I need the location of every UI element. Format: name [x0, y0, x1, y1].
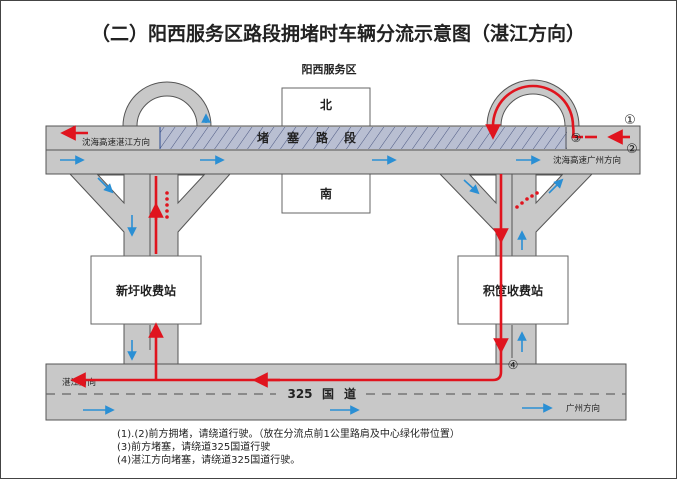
congested-char-3: 路: [316, 130, 329, 145]
north-label: 北: [320, 97, 332, 112]
south-label: 南: [320, 186, 332, 201]
traffic-flow-arrows: [60, 113, 564, 415]
service-area-label: 阳西服务区: [302, 62, 357, 76]
congested-section: [160, 127, 567, 149]
detour-routes: [60, 84, 630, 388]
congested-char-4: 段: [344, 130, 357, 145]
national-road-label-bg: [276, 386, 360, 402]
national-zhanjiang-label: 湛江方向: [62, 377, 96, 388]
note-1: (1).(2)前方拥堵，请绕道行驶。（放在分流点前1公里路肩及中心绿化带位置）: [117, 429, 460, 440]
congested-char-2: 塞: [287, 130, 300, 145]
national-guangzhou-label: 广州方向: [566, 403, 600, 414]
flow-arrow: [463, 179, 480, 195]
detour-loop-path: [485, 84, 583, 140]
national-road-char-1: 国: [322, 387, 334, 401]
right-toll-station-box: [457, 255, 569, 325]
highway-guangzhou-label: 沈海高速广州方向: [553, 155, 621, 166]
left-toll-station-label: 新圩收费站: [116, 283, 176, 298]
flow-arrow: [548, 178, 564, 194]
marker-1: ①: [624, 113, 636, 128]
detour-down-ramp: [150, 174, 503, 382]
left-gore-b: [177, 174, 206, 205]
marker-3: ③: [571, 131, 582, 145]
congested-char-1: 堵: [257, 130, 269, 145]
note-3: (4)湛江方向堵塞，请绕道325国道行驶。: [117, 455, 301, 466]
page-title: （二）阳西服务区路段拥堵时车辆分流示意图（湛江方向）: [91, 22, 585, 45]
notes: (1).(2)前方拥堵，请绕道行驶。（放在分流点前1公里路肩及中心绿化带位置） …: [117, 428, 460, 467]
national-road-number: 325: [287, 387, 312, 401]
right-gore-a: [468, 174, 497, 205]
red-dotted-markers: [165, 191, 539, 219]
marker-2: ②: [626, 142, 638, 157]
left-toll-station-box: [90, 255, 202, 325]
note-2: (3)前方堵塞，请绕道325国道行驶: [117, 442, 271, 453]
national-road-char-2: 道: [344, 386, 356, 401]
left-loop-ramp: [122, 81, 212, 127]
flow-arrow: [97, 177, 114, 194]
sign-markers: ① ② ③ ④: [508, 113, 638, 372]
highway-zhanjiang-label: 沈海高速湛江方向: [82, 137, 150, 148]
right-toll-station-label: 积笸收费站: [483, 283, 543, 298]
marker-4: ④: [508, 358, 519, 372]
